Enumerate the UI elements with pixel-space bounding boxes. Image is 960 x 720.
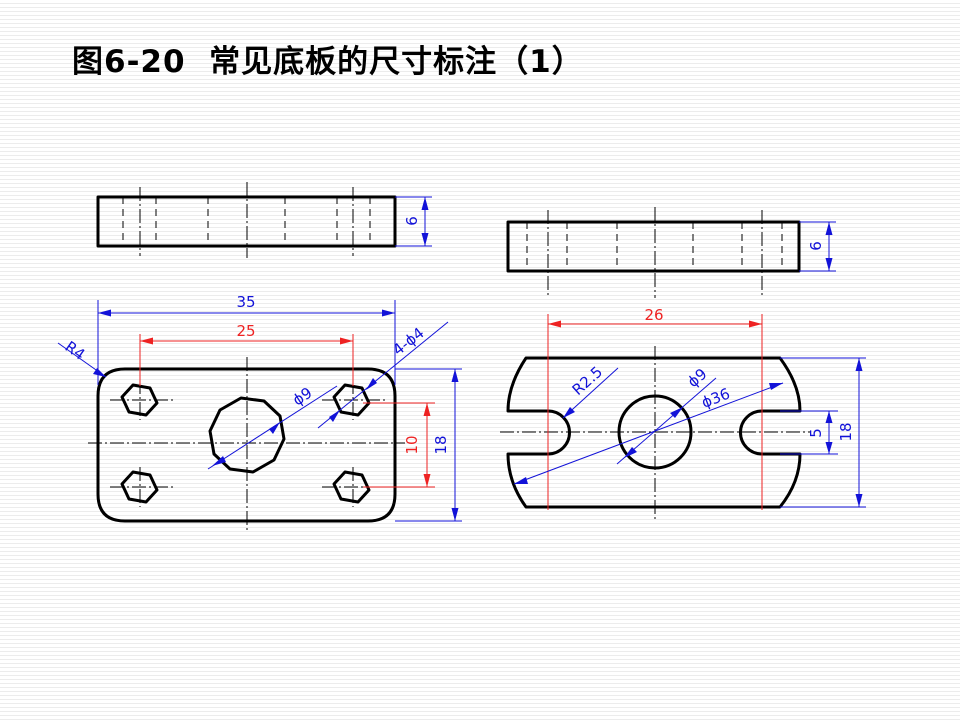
dim-text-5: 5 — [807, 428, 825, 438]
left-hole-vertical-dimension: 10 — [363, 402, 435, 488]
dim-text-10: 10 — [403, 435, 421, 454]
corner-hole — [120, 470, 159, 504]
right-top-outline — [506, 220, 801, 273]
left-front-view — [88, 357, 405, 533]
left-top-view — [96, 182, 397, 258]
left-top-outline — [96, 195, 397, 248]
page-title: 图6-20 常见底板的尺寸标注（1） — [72, 44, 584, 80]
center-hole — [208, 396, 286, 474]
right-top-height-dimension: 6 — [799, 221, 836, 272]
right-slot-radius-dimension: R2.5 — [562, 363, 619, 419]
left-hole-spacing-dimension: 25 — [139, 322, 354, 386]
left-corner-radius-dimension: R4 — [57, 338, 107, 378]
left-overall-height-dimension: 18 — [395, 368, 462, 522]
left-top-height-dimension: 6 — [395, 196, 432, 247]
dim-text-35: 35 — [236, 293, 255, 311]
left-overall-width-dimension: 35 — [97, 293, 396, 385]
right-slot-spacing-dimension: 26 — [547, 306, 763, 510]
dim-text-26: 26 — [644, 306, 663, 324]
dim-text-r25: R2.5 — [569, 363, 607, 399]
right-front-view — [500, 346, 810, 520]
corner-hole — [120, 383, 159, 417]
left-plate-outline — [96, 367, 397, 523]
right-overall-height-dimension: 18 — [780, 357, 866, 508]
left-center-hole-dimension: ϕ9 — [207, 384, 338, 470]
dim-text-center-hole: ϕ9 — [289, 384, 315, 410]
dim-text-18: 18 — [837, 422, 855, 441]
corner-hole — [332, 470, 371, 504]
corner-hole — [332, 383, 371, 417]
right-top-view — [506, 207, 801, 298]
dim-text-6: 6 — [807, 241, 825, 251]
dim-text-center-hole: ϕ9 — [684, 365, 710, 391]
dim-text-6: 6 — [403, 216, 421, 226]
dim-text-r4: R4 — [62, 338, 89, 364]
right-slot-width-dimension: 5 — [780, 410, 838, 455]
dim-text-25: 25 — [236, 322, 255, 340]
dim-text-18: 18 — [432, 435, 450, 454]
right-center-hole-dimension: ϕ9 — [616, 365, 717, 465]
